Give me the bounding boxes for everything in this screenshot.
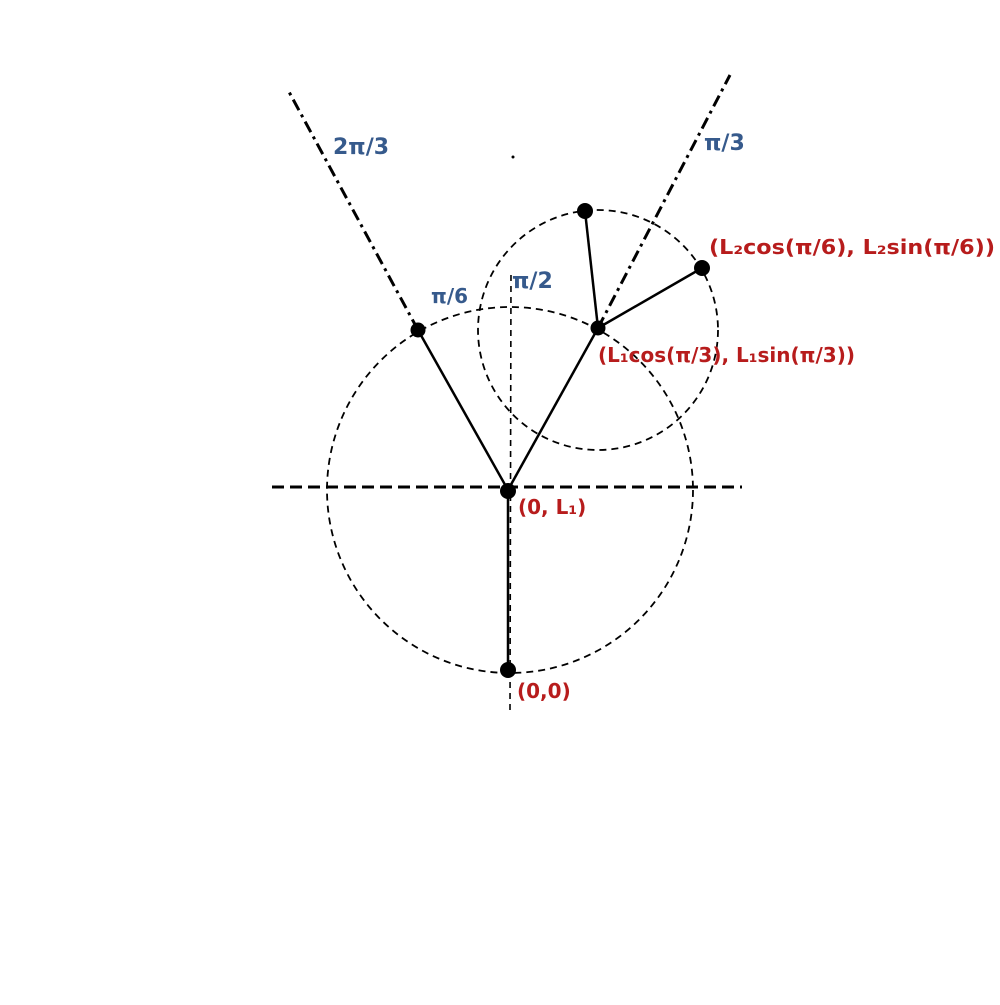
link-left [416,329,510,491]
angle-label-pi-over-2: π/2 [512,269,553,294]
coord-label-joint-two: (L₁cos(π/3), L₁sin(π/3)) [598,343,855,367]
coord-label-joint-one: (0, L₁) [518,495,586,519]
joint-two [590,320,606,336]
coord-label-end-effector: (L₂cos(π/6), L₂sin(π/6)) [709,235,995,259]
joint-one [500,483,516,499]
coord-label-origin: (0,0) [517,679,571,703]
angle-label-two-pi-over-3: 2π/3 [333,135,389,160]
reach-circle-large [326,306,694,674]
reach-circle-small [477,209,719,451]
link-two [597,266,703,330]
vertical-reference-line [509,271,512,711]
link-upper [583,210,600,329]
link-one [506,327,600,491]
angle-label-pi-over-6: π/6 [431,284,468,308]
end-effector [694,260,710,276]
joint-upper [577,203,593,219]
angle-label-pi-over-3: π/3 [704,131,745,156]
stray-dot [511,155,515,159]
joint-origin [500,662,516,678]
ray-pi-over-3 [596,74,732,329]
joint-left [410,322,426,338]
ray-two-pi-over-3 [286,89,420,331]
